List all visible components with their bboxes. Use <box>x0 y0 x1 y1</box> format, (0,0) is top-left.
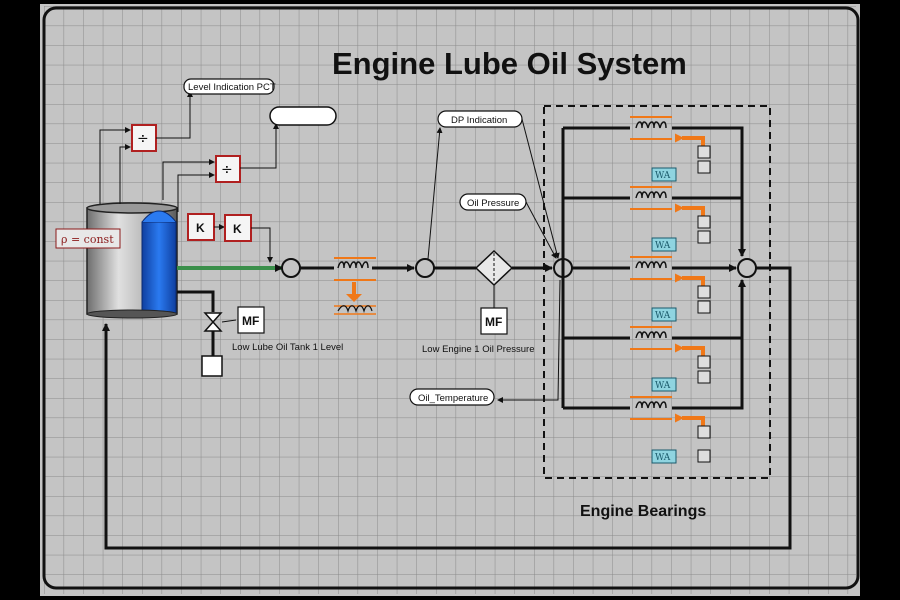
tag-dp-indication-label: DP Indication <box>451 115 507 126</box>
collection-junction[interactable] <box>737 258 757 278</box>
tag-level-indication[interactable]: Level Indication PCT <box>183 78 276 95</box>
divide-symbol-2: ÷ <box>221 162 233 178</box>
grid-area <box>44 6 856 594</box>
mf-button-tank-level[interactable]: MF <box>237 306 265 334</box>
bearing-4-load: WA <box>655 381 671 391</box>
drain-tank <box>201 355 223 377</box>
junction-2[interactable] <box>415 258 435 278</box>
gain-block-2[interactable]: K <box>224 214 252 242</box>
divide-block-level[interactable]: ÷ <box>131 124 157 152</box>
alarm-label-tank-level: Low Lube Oil Tank 1 Level <box>232 342 343 353</box>
mf-button-tank-level-label: MF <box>242 314 259 328</box>
tag-oil-pressure-label: Oil Pressure <box>467 198 519 209</box>
engine-bearings-group <box>543 105 771 479</box>
mf-button-oil-pressure[interactable]: MF <box>480 307 508 335</box>
gain-block-2-label: K <box>233 222 242 236</box>
diagram-title: Engine Lube Oil System <box>332 46 687 81</box>
bearing-3-load: WA <box>655 311 671 321</box>
drain-valve[interactable] <box>203 312 223 332</box>
gain-block-1[interactable]: K <box>187 213 215 241</box>
tag-blank[interactable] <box>269 106 337 126</box>
bearing-1-load: WA <box>655 171 671 181</box>
tag-oil-temperature[interactable]: Oil_Temperature <box>409 388 495 406</box>
tag-dp-indication[interactable]: DP Indication <box>437 110 523 128</box>
bearing-5[interactable]: WA <box>630 396 711 464</box>
junction-1[interactable] <box>281 258 301 278</box>
engine-bearings-label: Engine Bearings <box>580 503 706 520</box>
tag-level-indication-label: Level Indication PCT <box>188 82 276 93</box>
bearing-2[interactable]: WA <box>630 186 711 252</box>
bearing-1[interactable]: WA <box>630 116 711 182</box>
oil-cooler[interactable] <box>334 257 376 315</box>
bearing-5-load: WA <box>655 453 671 463</box>
gain-block-1-label: K <box>196 221 205 235</box>
mf-button-oil-pressure-label: MF <box>485 315 502 329</box>
bearing-4[interactable]: WA <box>630 326 711 392</box>
divide-block-secondary[interactable]: ÷ <box>215 155 241 183</box>
return-pipe <box>102 266 792 550</box>
tag-oil-pressure[interactable]: Oil Pressure <box>459 193 527 211</box>
lube-oil-tank[interactable] <box>86 202 178 319</box>
tank-density-label: ρ = const <box>61 233 114 246</box>
alarm-label-oil-pressure: Low Engine 1 Oil Pressure <box>422 344 534 355</box>
bearing-2-load: WA <box>655 241 671 251</box>
panel-frame <box>42 6 860 590</box>
divide-symbol-1: ÷ <box>137 131 149 147</box>
tank-density-box <box>55 228 121 249</box>
bearing-3[interactable]: WA <box>630 256 711 322</box>
tag-oil-temperature-label: Oil_Temperature <box>418 393 488 404</box>
